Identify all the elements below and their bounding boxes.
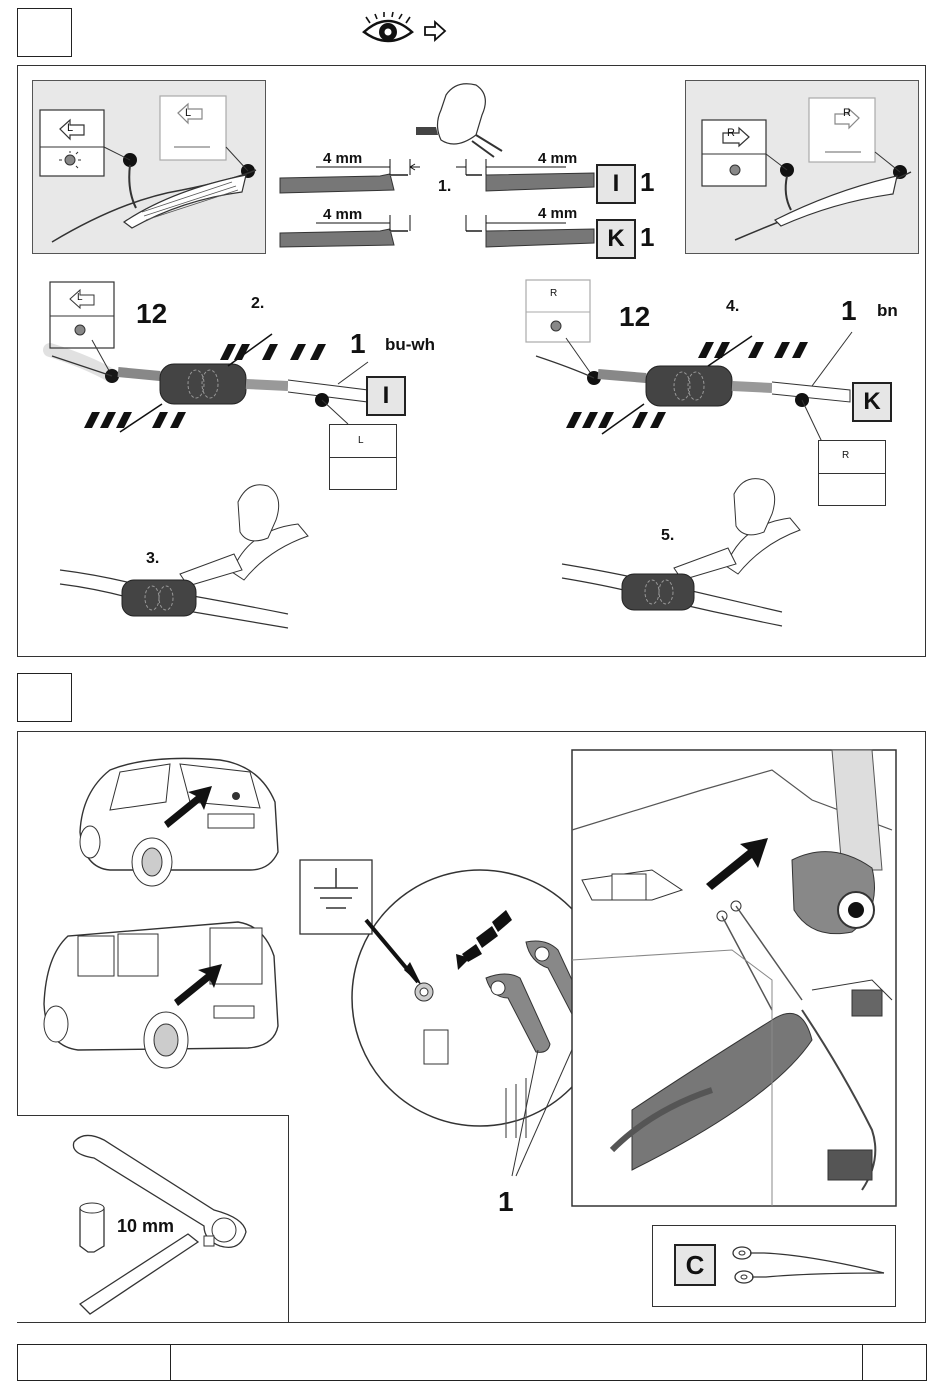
step-number-box-2 (17, 673, 72, 722)
step-label-1: 1. (438, 178, 451, 196)
right-arrow-icon (424, 21, 446, 41)
footer-divider-right (862, 1345, 863, 1380)
right-lamp-inset-letter-top: R (727, 127, 735, 139)
footer-divider-left (170, 1345, 171, 1380)
wire-number-left: 1 (350, 328, 366, 360)
left-lamp-symbol-box (329, 424, 397, 490)
right-lamp-inset-letter-sub: R (843, 107, 851, 119)
connector-badge-I-left: I (366, 376, 406, 416)
wire-number-top: 1 (640, 167, 654, 198)
right-lamp-inset-drawing (685, 80, 917, 252)
wire-color-right: bn (877, 301, 898, 321)
wire-number-bottom: 1 (640, 222, 654, 253)
socket-size-label: 10 mm (117, 1216, 174, 1237)
wire-number-right: 1 (841, 295, 857, 327)
ring-terminal-pair-icon (730, 1243, 886, 1287)
footer-bar (17, 1344, 927, 1381)
step-number-box-1 (17, 8, 72, 57)
dimension-left-bottom: 4 mm (323, 206, 362, 223)
wire-stripping-drawing (276, 75, 596, 265)
ring-terminal-number: 1 (498, 1186, 514, 1218)
vehicle-hatchback-rear-drawing (70, 752, 290, 892)
left-lamp-sign-letter: L (77, 292, 83, 303)
connector-badge-K-right: K (852, 382, 892, 422)
dimension-right-bottom: 4 mm (538, 205, 577, 222)
left-lamp-inset-letter-sub: L (185, 107, 191, 119)
left-lamp-symbol-letter: L (358, 435, 364, 446)
right-lamp-sign-letter: R (550, 288, 557, 299)
step-label-4: 4. (726, 298, 739, 316)
dimension-right-top: 4 mm (538, 150, 577, 167)
legend-badge-C: C (674, 1244, 716, 1286)
trunk-interior-drawing (572, 750, 896, 1206)
step-label-2: 2. (251, 295, 264, 313)
step-label-5: 5. (661, 527, 674, 545)
vehicle-box-rear-drawing (38, 916, 288, 1076)
connector-badge-I-top: I (596, 164, 636, 204)
dimension-left-top: 4 mm (323, 150, 362, 167)
wire-color-left: bu-wh (385, 335, 435, 355)
step-label-3: 3. (146, 550, 159, 568)
eye-icon (360, 14, 416, 48)
left-lamp-inset-drawing (32, 80, 264, 252)
connector-number-left: 12 (136, 298, 167, 330)
left-butt-connector-drawing (48, 280, 478, 630)
left-lamp-inset-letter: L (67, 122, 73, 134)
right-lamp-symbol-letter: R (842, 450, 849, 461)
connector-number-right: 12 (619, 301, 650, 333)
right-lamp-symbol-box (818, 440, 886, 506)
connector-badge-K-top: K (596, 219, 636, 259)
